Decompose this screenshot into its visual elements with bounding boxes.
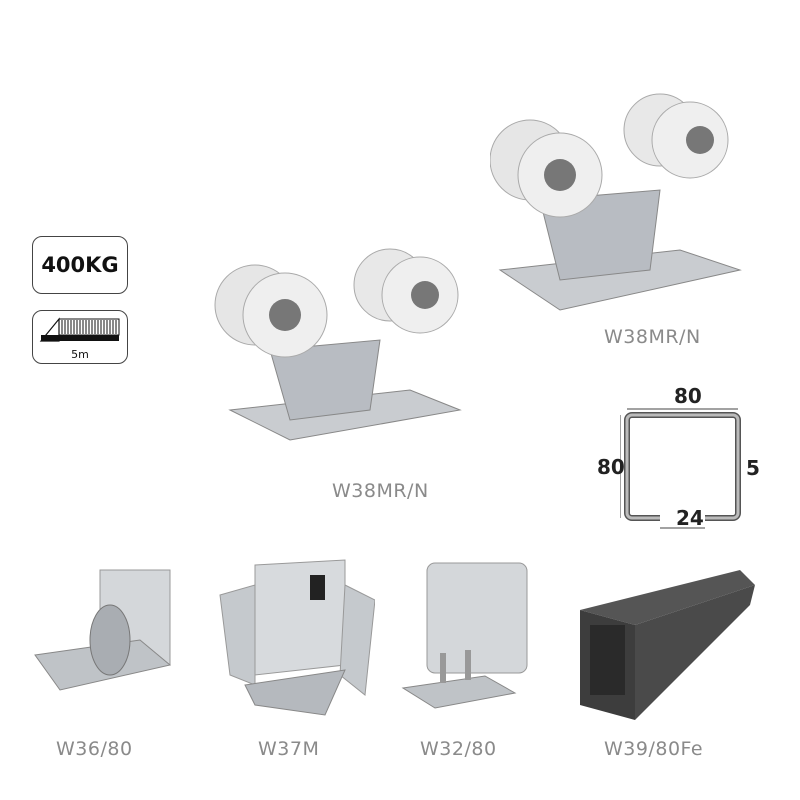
carriage-image-back — [490, 93, 742, 311]
load-capacity-badge: 400KG — [32, 236, 128, 294]
profile-thickness-label: 5 — [746, 456, 760, 480]
carriage-image-front — [214, 248, 462, 441]
sliding-gate-icon — [39, 317, 120, 342]
load-capacity-text: 400KG — [41, 253, 119, 277]
product-label-carriage-front: W38MR/N — [332, 480, 429, 502]
product-label-w39: W39/80Fe — [604, 738, 704, 760]
product-label-w37: W37M — [258, 738, 320, 760]
product-label-w32: W32/80 — [420, 738, 497, 760]
gate-length-badge: 5m — [32, 310, 128, 364]
profile-cross-section-diagram — [620, 408, 741, 529]
w32-guide-plate-image — [401, 562, 528, 709]
w36-roller-stop-image — [34, 569, 172, 691]
product-label-w36: W36/80 — [56, 738, 133, 760]
w39-steel-rail-image — [580, 570, 755, 720]
profile-opening-label: 24 — [676, 506, 704, 530]
profile-height-label: 80 — [597, 455, 625, 479]
w37-catcher-image — [219, 559, 375, 716]
product-label-carriage-back: W38MR/N — [604, 326, 701, 348]
gate-length-text: 5m — [71, 348, 89, 361]
profile-width-label: 80 — [674, 384, 702, 408]
